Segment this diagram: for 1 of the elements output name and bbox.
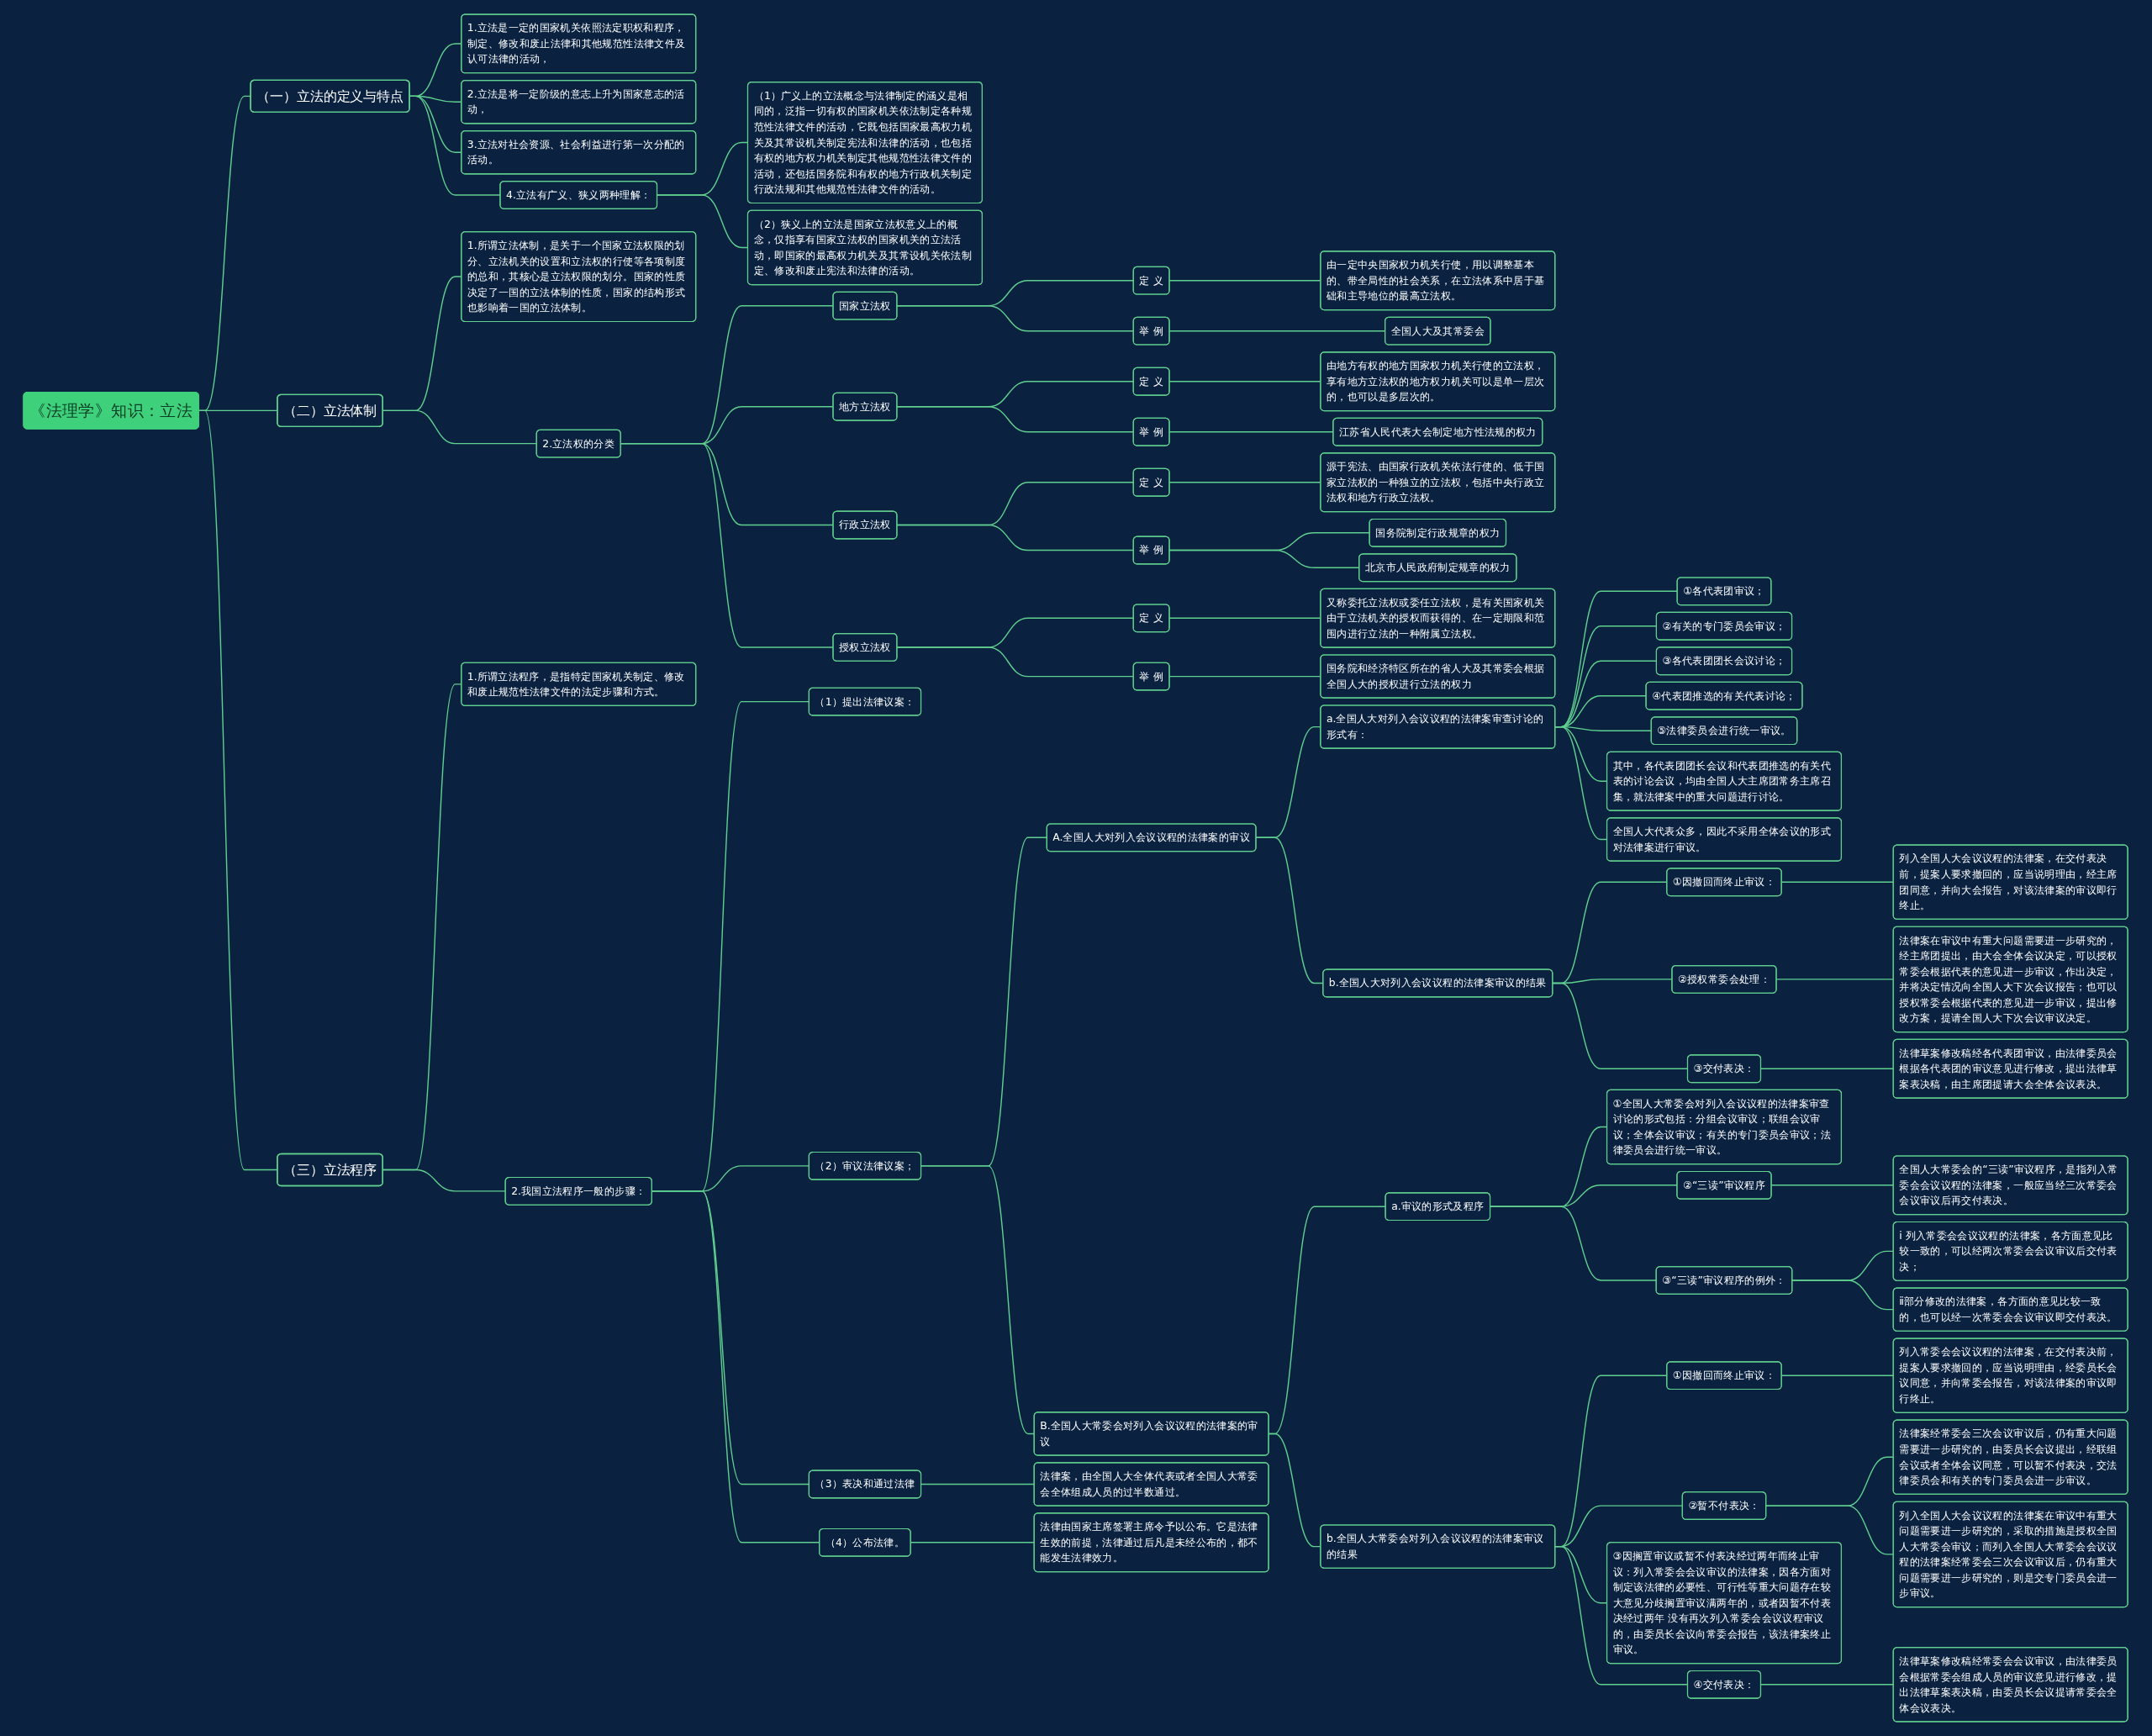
connector: [651, 1190, 820, 1543]
